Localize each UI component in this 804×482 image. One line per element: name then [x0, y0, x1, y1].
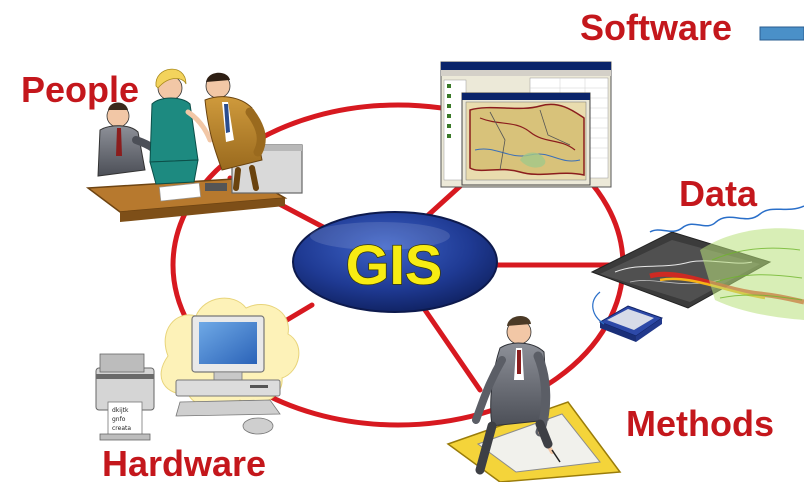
mouse-icon	[242, 417, 274, 435]
people-label: People	[21, 69, 139, 110]
svg-text:dkijtk: dkijtk	[112, 407, 129, 414]
methods-drafting-illustration	[446, 315, 622, 482]
software-label: Software	[580, 7, 732, 48]
data-label: Data	[679, 173, 758, 214]
svg-text:gnfo: gnfo	[112, 416, 126, 423]
software-component: Software	[440, 6, 804, 188]
software-screenshot-icon	[440, 61, 612, 188]
data-component: Data	[590, 172, 804, 342]
methods-component: Methods	[446, 315, 776, 482]
data-scanner-icon	[598, 305, 664, 342]
spoke-methods	[422, 307, 483, 393]
hardware-component: Hardware dkijtk gnfo creata	[95, 297, 300, 482]
svg-text:creata: creata	[112, 425, 131, 432]
hub-label: GIS	[346, 233, 442, 296]
methods-label: Methods	[626, 403, 774, 444]
people-component: People	[19, 68, 303, 222]
printer-icon: dkijtk gnfo creata	[95, 353, 155, 441]
people-meeting-illustration	[85, 68, 303, 222]
data-raster-illustration	[590, 205, 804, 342]
gis-hub: GIS	[292, 211, 498, 313]
software-marker	[759, 26, 804, 41]
hardware-computer-illustration: dkijtk gnfo creata	[95, 297, 300, 441]
hardware-label: Hardware	[102, 443, 266, 482]
